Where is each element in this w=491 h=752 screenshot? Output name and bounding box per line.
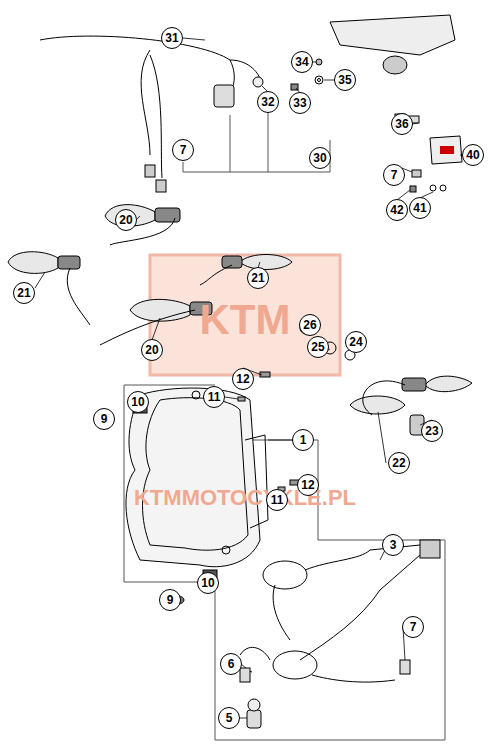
callout-number: 6	[220, 653, 242, 675]
callout-number: 35	[334, 69, 356, 91]
callout-number: 33	[289, 92, 311, 114]
callout-number: 26	[299, 314, 321, 336]
callout-number: 20	[141, 339, 163, 361]
watermark: KTMMOTOCYKLE.PL	[134, 485, 356, 511]
callout-number: 42	[386, 199, 408, 221]
callout-number: 41	[409, 197, 431, 219]
callout-number: 31	[161, 27, 183, 49]
callout-number: 34	[291, 51, 313, 73]
callout-number: 10	[127, 391, 149, 413]
callout-number: 7	[172, 139, 194, 161]
callout-number: 9	[93, 408, 115, 430]
callout-number: 32	[257, 91, 279, 113]
callout-number: 21	[247, 267, 269, 289]
callout-number: 30	[309, 147, 331, 169]
watermark: KTM	[200, 296, 291, 344]
callout-number: 11	[203, 386, 225, 408]
callout-number: 21	[13, 282, 35, 304]
callout-number: 3	[382, 534, 404, 556]
callout-number: 20	[115, 209, 137, 231]
callout-number: 5	[218, 707, 240, 729]
callout-number: 10	[197, 572, 219, 594]
callout-number: 36	[391, 113, 413, 135]
callout-number: 25	[307, 336, 329, 358]
callout-number: 12	[297, 474, 319, 496]
callout-number: 9	[159, 589, 181, 611]
callout-number: 23	[421, 420, 443, 442]
callout-number: 11	[266, 489, 288, 511]
callout-number: 7	[383, 164, 405, 186]
callout-number: 7	[402, 616, 424, 638]
callout-number: 24	[345, 331, 367, 353]
callout-number: 1	[292, 429, 314, 451]
callout-number: 12	[232, 368, 254, 390]
callout-number: 22	[388, 452, 410, 474]
callout-number: 40	[462, 144, 484, 166]
